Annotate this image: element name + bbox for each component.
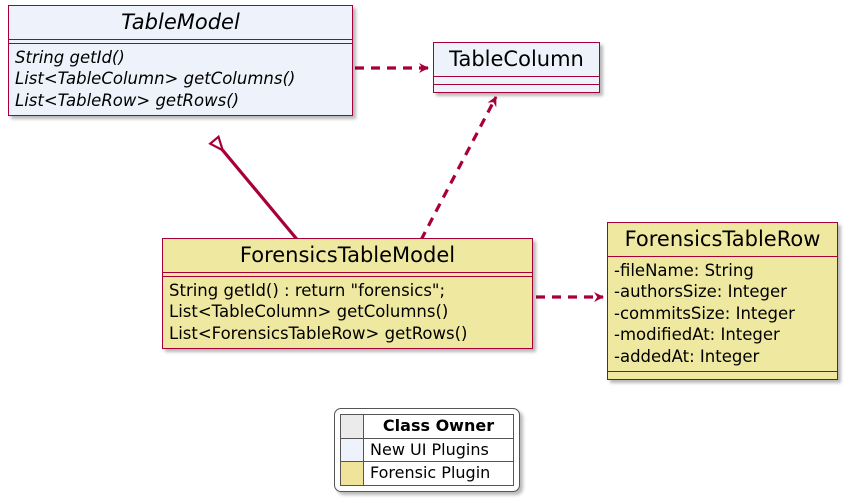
- class-separator: [434, 76, 599, 78]
- legend-label-new-ui-plugins: New UI Plugins: [363, 437, 514, 463]
- class-attributes-tablecolumn: [434, 77, 599, 84]
- class-separator: [163, 276, 532, 278]
- class-separator: [434, 84, 599, 86]
- class-separator: [608, 371, 837, 373]
- method-line: List<ForensicsTableRow> getRows(): [169, 323, 468, 343]
- class-methods-tablecolumn: [434, 85, 599, 92]
- method-line: String getId(): [15, 48, 125, 68]
- class-title-tablecolumn: TableColumn: [449, 47, 584, 71]
- class-box-tablemodel[interactable]: TableModel String getId() List<TableColu…: [8, 5, 353, 117]
- method-line: String getId() : return "forensics";: [169, 281, 446, 301]
- class-box-forensicstablerow[interactable]: ForensicsTableRow -fileName: String -aut…: [607, 222, 838, 381]
- class-separator: [608, 256, 837, 258]
- attribute-line: -authorsSize: Integer: [614, 282, 787, 302]
- class-methods-forensicstablerow: [608, 372, 837, 379]
- legend-header-swatch: [340, 414, 364, 439]
- attribute-line: -modifiedAt: Integer: [614, 325, 780, 345]
- attribute-line: -fileName: String: [614, 261, 754, 281]
- legend-table: Class Owner New UI Plugins Forensic Plug…: [340, 414, 514, 486]
- legend-box: Class Owner New UI Plugins Forensic Plug…: [334, 408, 520, 492]
- class-title-tablemodel: TableModel: [121, 10, 240, 34]
- class-title-forensicstablerow: ForensicsTableRow: [624, 227, 821, 251]
- edge-forensicstablemodel-to-tablecolumn: [419, 96, 498, 241]
- legend-label-forensic-plugin: Forensic Plugin: [363, 461, 514, 486]
- class-separator: [163, 272, 532, 274]
- class-separator: [9, 43, 352, 45]
- class-separator: [9, 39, 352, 41]
- legend-swatch-new-ui-plugins: [340, 437, 364, 463]
- legend-title: Class Owner: [363, 414, 514, 439]
- attribute-line: -commitsSize: Integer: [614, 303, 795, 323]
- class-attributes-forensicstablerow: -fileName: String -authorsSize: Integer …: [608, 257, 837, 371]
- class-box-tablecolumn[interactable]: TableColumn: [433, 42, 600, 94]
- method-line: List<TableColumn> getColumns(): [15, 69, 296, 89]
- method-line: List<TableRow> getRows(): [15, 90, 240, 110]
- legend-row: Forensic Plugin: [340, 461, 514, 486]
- edge-forensicstablemodel-to-tablemodel: [215, 141, 302, 245]
- attribute-line: -addedAt: Integer: [614, 346, 760, 366]
- class-title-forensicstablemodel: ForensicsTableModel: [239, 243, 456, 267]
- class-methods-forensicstablemodel: String getId() : return "forensics"; Lis…: [163, 277, 532, 348]
- class-box-forensicstablemodel[interactable]: ForensicsTableModel String getId() : ret…: [162, 238, 533, 350]
- legend-header-row: Class Owner: [340, 414, 514, 439]
- legend-swatch-forensic-plugin: [340, 461, 364, 486]
- method-line: List<TableColumn> getColumns(): [169, 302, 449, 322]
- class-methods-tablemodel: String getId() List<TableColumn> getColu…: [9, 44, 352, 115]
- legend-row: New UI Plugins: [340, 437, 514, 463]
